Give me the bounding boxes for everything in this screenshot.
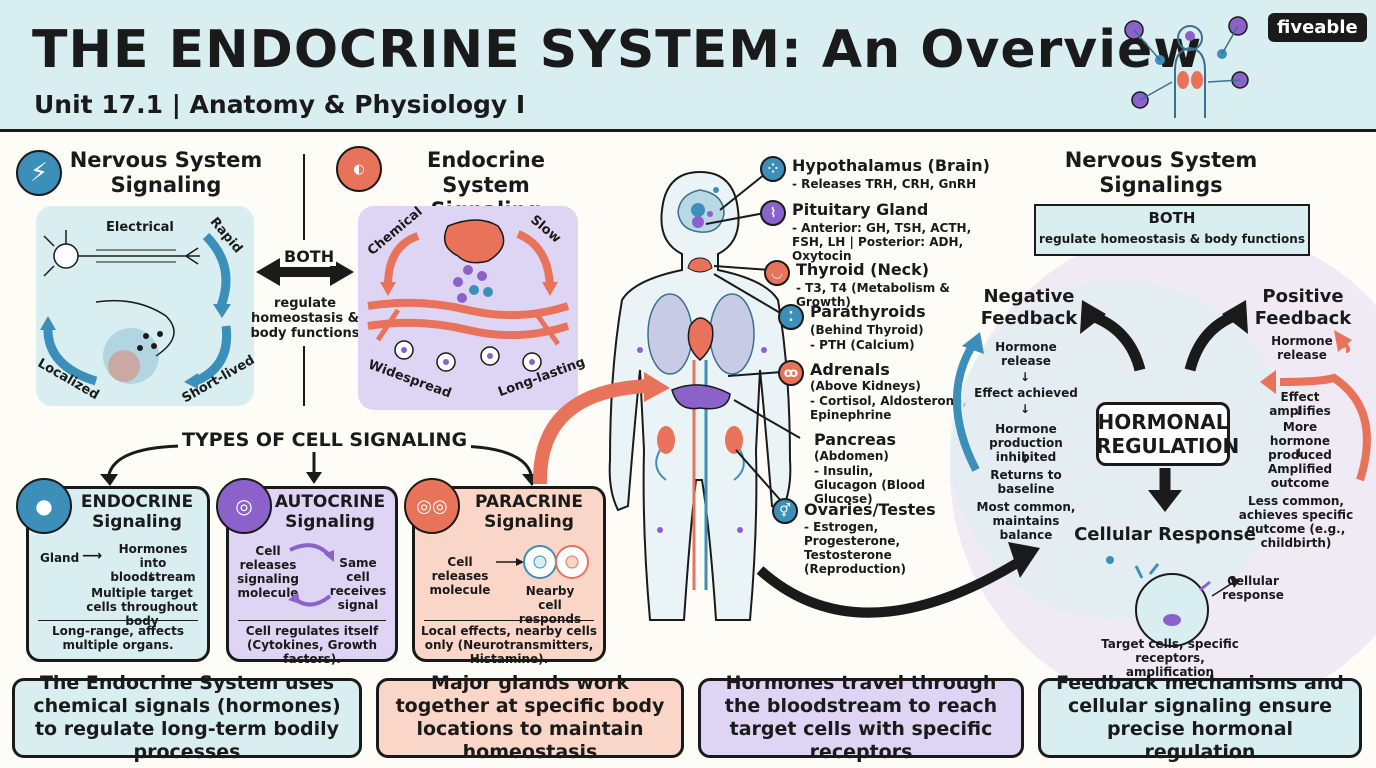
gland-sub: (Above Kidneys) [810,379,921,393]
gland-name: Pancreas [814,430,897,449]
paracrine-divider [424,620,594,621]
paracrine-responds-label: Nearby cell responds [518,584,582,626]
electrical-label: Electrical [106,220,174,235]
paracrine-footer: Local effects, nearby cells only (Neurot… [420,624,598,666]
header-bar [0,0,1376,132]
arrow-down-icon: ↓ [1294,446,1305,460]
arrow-down-icon: ↓ [1294,404,1305,418]
regulation-both-label: BOTH [1148,209,1196,227]
arrow-right-icon: ⟶ [82,548,103,564]
endocrine-footer: Long-range, affects multiple organs. [52,624,184,652]
summary-banner: Hormones travel through the bloodstream … [698,672,1024,763]
both-divider [256,154,354,406]
endocrine-targets-label: Multiple target cells throughout body [86,586,198,628]
human-body-figure [532,169,801,621]
arrow-down-icon: ↓ [1020,452,1031,466]
gland-sub: (Abdomen) [814,449,889,463]
negative-feedback-title: Negative Feedback [980,286,1078,329]
endocrine-hormones-label: Hormones into bloodstream [110,542,196,584]
endocrine-gland-label: Gland [40,551,80,565]
negative-step: Effect achieved [974,386,1078,400]
hormonal-regulation-label: HORMONAL REGULATION [1096,410,1240,458]
gland-name: Ovaries/Testes [804,500,936,519]
pituitary-icon: ⌇ [760,200,786,226]
paracrine-cells-diagram [496,545,589,579]
positive-note: Less common, achieves specific outcome (… [1238,494,1354,550]
header-body-network-icon [1124,16,1249,118]
neuron-diagram [40,230,232,389]
gland-name: Hypothalamus (Brain) [792,156,990,175]
paracrine-type-title: PARACRINE Signaling [474,492,584,532]
nervous-signaling-title: Nervous System Signaling [69,148,263,197]
summary-banner: Major glands work together at specific b… [376,672,684,763]
positive-step: More hormone produced [1268,420,1332,462]
positive-step: Effect amplifies [1269,390,1331,418]
gonads-icon: ⚥ [772,498,798,524]
page-title: THE ENDOCRINE SYSTEM: An Overview [32,20,1203,80]
endocrine-divider [38,620,198,621]
gland-icon: ● [16,478,72,534]
gland-desc: - Releases TRH, CRH, GnRH [792,177,977,191]
regulation-both-box [1034,204,1310,256]
cell-signaling-heading: TYPES OF CELL SIGNALING [178,429,472,451]
regulation-title: Nervous System Signalings [1064,148,1258,197]
both-label: BOTH [282,247,337,266]
cell-icon: ◎ [216,478,272,534]
gland-desc: - Anterior: GH, TSH, ACTH, FSH, LH | Pos… [792,221,972,263]
autocrine-loop-arrow [288,543,334,607]
page-subtitle: Unit 17.1 | Anatomy & Physiology I [34,90,526,119]
regulation-both-description: regulate homeostasis & body functions [1039,232,1305,246]
gland-sub: (Behind Thyroid) [810,323,924,337]
negative-step: Returns to baseline [990,468,1062,496]
arrow-down-icon: ↓ [1020,402,1031,416]
summary-banner: Feedback mechanisms and cellular signali… [1038,672,1362,763]
summary-banner: The Endocrine System uses chemical signa… [12,672,362,763]
negative-step: Hormone production inhibited [989,422,1063,464]
paracrine-releases-label: Cell releases molecule [429,555,491,597]
positive-feedback-title: Positive Feedback [1254,286,1352,329]
thyroid-icon: ◐ [336,146,382,192]
gland-name: Parathyroids [810,302,926,321]
bloodstream-diagram [367,219,570,372]
cellular-response-note: Target cells, specific receptors, amplif… [1101,637,1239,679]
positive-step: Amplified outcome [1267,462,1333,490]
endocrine-type-title: ENDOCRINE Signaling [80,492,194,532]
both-description: regulate homeostasis & body functions [250,296,360,341]
arrow-down-icon: ↓ [1020,370,1031,384]
autocrine-divider [238,620,386,621]
gland-name: Thyroid (Neck) [796,260,930,279]
autocrine-releases-label: Cell releases signaling molecule [237,544,299,600]
two-cells-icon: ◎◎ [404,478,460,534]
cellular-response-title: Cellular Response [1074,524,1256,545]
cellular-response-label: Cellular response [1222,574,1284,602]
hormonal-regulation-box [1096,402,1230,466]
autocrine-receives-label: Same cell receives signal [329,556,387,612]
autocrine-type-title: AUTOCRINE Signaling [274,492,386,532]
gland-name: Pituitary Gland [792,200,929,219]
negative-step: Hormone release [995,340,1057,368]
gland-desc: - T3, T4 (Metabolism & Growth) [796,281,950,309]
gland-desc: - Estrogen, Progesterone, Testosterone (… [804,520,906,576]
positive-step: Hormone release [1271,334,1333,362]
autocrine-footer: Cell regulates itself (Cytokines, Growth… [245,624,379,666]
negative-note: Most common, maintains balance [976,500,1076,542]
gland-desc: - PTH (Calcium) [810,338,915,352]
lightning-icon: ⚡ [16,150,62,196]
thyroid-icon: ◡ [764,260,790,286]
brand-logo[interactable]: fiveable [1268,13,1367,42]
adrenal-icon: ꝏ [778,360,804,386]
gland-desc: - Insulin, Glucagon (Blood Glucose) [814,464,926,506]
gland-desc: - Cortisol, Aldosterone, Epinephrine [810,394,967,422]
hypothalamus-icon: ⁘ [760,156,786,182]
gland-name: Adrenals [810,360,890,379]
parathyroid-icon: ⁚ [778,304,804,330]
arrow-down-icon: ↓ [146,570,157,584]
